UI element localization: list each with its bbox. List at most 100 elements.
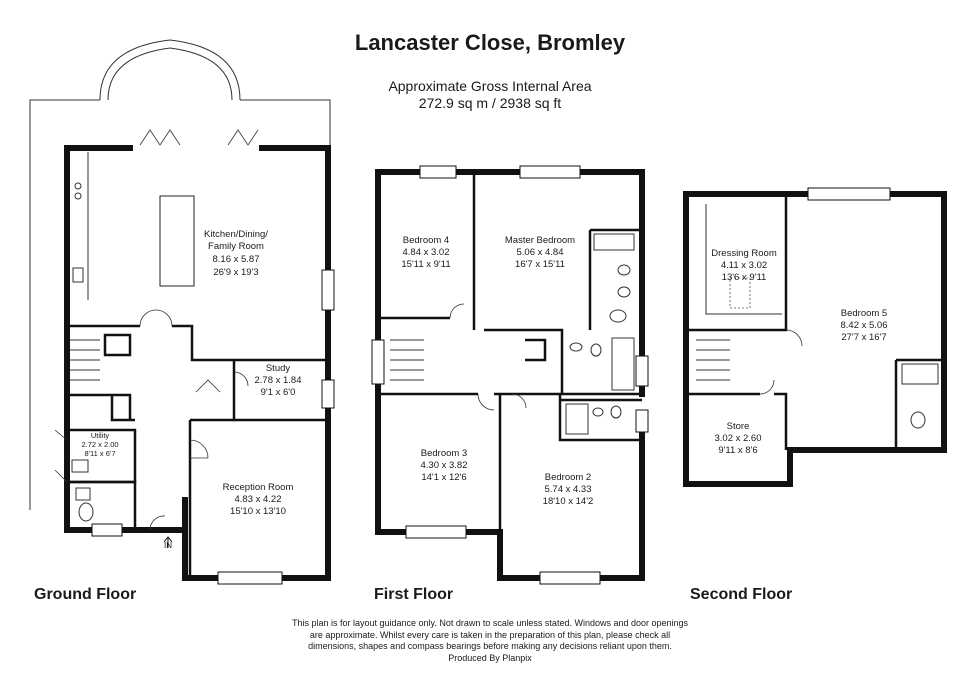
- kitchen-imperial: 26'9 x 19'3: [213, 267, 258, 278]
- first-floor-plan: Bedroom 4 4.84 x 3.02 15'11 x 9'11 Maste…: [371, 165, 649, 585]
- study-window: [321, 379, 335, 409]
- utility-side-door: [54, 429, 68, 483]
- kitchen-island: [159, 195, 195, 287]
- area-label: Approximate Gross Internal Area: [388, 78, 592, 94]
- front-door: [149, 515, 166, 531]
- bed4-imperial: 15'11 x 9'11: [401, 259, 450, 270]
- ensuite2-toilet: [610, 405, 622, 419]
- ensuite-basin: [617, 264, 631, 276]
- bed5-name: Bedroom 5: [841, 308, 887, 319]
- bed4-name: Bedroom 4: [403, 235, 449, 246]
- bay-outline: [99, 39, 241, 101]
- reception-window: [217, 571, 283, 585]
- master-imperial: 16'7 x 15'11: [515, 259, 565, 270]
- bed5-metric: 8.42 x 5.06: [840, 320, 887, 331]
- store-metric: 3.02 x 2.60: [714, 433, 761, 444]
- hob-ring: [74, 182, 82, 190]
- bifold-door-2: [227, 129, 259, 146]
- study-imperial: 9'1 x 6'0: [261, 387, 296, 398]
- ground-floor-label: Ground Floor: [34, 586, 137, 603]
- bed4-door: [449, 303, 465, 319]
- hob-ring: [74, 192, 82, 200]
- ensuite-toilet: [609, 309, 627, 323]
- bed3-door: [477, 393, 495, 411]
- reception-wall: [188, 418, 234, 578]
- gross-internal-area: Approximate Gross Internal Area 272.9 sq…: [0, 78, 980, 112]
- second-stairs: [696, 339, 730, 381]
- bed3-name: Bedroom 3: [421, 448, 467, 459]
- ensuite-shower: [593, 233, 635, 251]
- dressing-skylight: [729, 277, 751, 309]
- bath-toilet: [590, 343, 602, 357]
- bay-outline-inner: [107, 47, 233, 101]
- cloakroom-walls: [67, 480, 137, 530]
- bed5-door: [785, 329, 803, 347]
- second-floor-label: Second Floor: [690, 586, 793, 603]
- double-door-kitchen: [139, 309, 173, 327]
- kitchen-name-2: Family Room: [208, 241, 264, 252]
- master-window: [519, 165, 581, 179]
- kitchen-metric: 8.16 x 5.87: [212, 254, 259, 265]
- store-door: [759, 379, 775, 395]
- family-bath: [611, 337, 635, 391]
- producer-credit: Produced By Planpix: [448, 652, 532, 663]
- bed2-window: [539, 571, 601, 585]
- dressing-metric: 4.11 x 3.02: [721, 260, 767, 271]
- reception-door: [189, 439, 209, 459]
- second-floor-plan: Dressing Room 4.11 x 3.02 13'6 x 9'11 Be…: [683, 187, 947, 487]
- bed2-metric: 5.74 x 4.33: [544, 484, 591, 495]
- cloakroom-window: [91, 523, 123, 537]
- bed4-south-wall: [378, 316, 476, 330]
- entrance-label: IN: [164, 541, 172, 550]
- bed5-ensuite-walls: [894, 358, 944, 450]
- cloakroom-basin: [75, 487, 91, 501]
- ground-stairs: [70, 339, 100, 381]
- ensuite-basin: [617, 286, 631, 298]
- master-name: Master Bedroom: [505, 235, 575, 246]
- study-name: Study: [266, 363, 291, 374]
- bed2-door: [511, 393, 527, 409]
- disclaimer-line: This plan is for layout guidance only. N…: [291, 618, 689, 628]
- second-outer-wall: [683, 191, 947, 487]
- bifold-door-1: [139, 129, 181, 146]
- entrance-arrow-icon: [163, 536, 173, 548]
- area-value: 272.9 sq m / 2938 sq ft: [418, 95, 562, 111]
- ensuite2-shower: [565, 403, 589, 435]
- ensuite-walls: [588, 228, 642, 330]
- bed5-window: [807, 187, 891, 201]
- reception-metric: 4.83 x 4.22: [234, 494, 281, 505]
- store-name: Store: [727, 421, 750, 432]
- utility-metric: 2.72 x 2.00: [81, 440, 118, 449]
- store-walls: [686, 392, 788, 450]
- utility-imperial: 8'11 x 6'7: [84, 449, 115, 458]
- landing-walls: [484, 328, 642, 396]
- bath-basin: [569, 342, 583, 352]
- kitchen-name-1: Kitchen/Dining/: [204, 229, 268, 240]
- landing-window: [371, 339, 385, 385]
- disclaimer-line: dimensions, shapes and compass bearings …: [308, 641, 672, 651]
- kitchen-sink: [72, 267, 84, 283]
- store-imperial: 9'11 x 8'6: [718, 445, 757, 456]
- bed3-imperial: 14'1 x 12'6: [421, 472, 466, 483]
- wc-wall: [110, 395, 135, 422]
- bath-window: [635, 355, 649, 387]
- bed4-window: [419, 165, 457, 179]
- dressing-imperial: 13'6 x 9'11: [722, 272, 767, 283]
- reception-imperial: 15'10 x 13'10: [230, 506, 286, 517]
- dressing-name: Dressing Room: [711, 248, 777, 259]
- first-stairs: [390, 339, 424, 381]
- study-door: [233, 371, 249, 387]
- bed2-imperial: 18'10 x 14'2: [543, 496, 594, 507]
- bed5-imperial: 27'7 x 16'7: [841, 332, 886, 343]
- bedroom-north-walls: [378, 392, 642, 442]
- first-floor-label: First Floor: [374, 586, 454, 603]
- reception-name: Reception Room: [223, 482, 294, 493]
- disclaimer: This plan is for layout guidance only. N…: [0, 618, 980, 664]
- disclaimer-line: are approximate. Whilst every care is ta…: [309, 629, 671, 640]
- kitchen-south-wall: [67, 324, 328, 362]
- landing-cupboard: [525, 338, 547, 362]
- first-outer-wall: [375, 169, 645, 581]
- study-metric: 2.78 x 1.84: [254, 375, 301, 386]
- bed4-metric: 4.84 x 3.02: [402, 247, 449, 258]
